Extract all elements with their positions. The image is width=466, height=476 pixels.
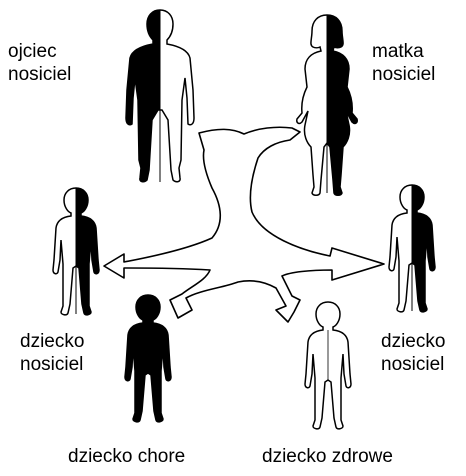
figure-child-sick bbox=[125, 295, 171, 422]
figure-child-healthy bbox=[305, 302, 351, 429]
label-line: matka bbox=[372, 40, 435, 63]
label-child-carrier-right: dziecko nosiciel bbox=[381, 330, 445, 376]
label-line: dziecko bbox=[20, 330, 84, 353]
figure-child-carrier-right bbox=[389, 185, 435, 312]
label-line: nosiciel bbox=[8, 63, 71, 86]
label-child-healthy: dziecko zdrowe bbox=[262, 445, 393, 468]
label-child-sick: dziecko chore bbox=[68, 445, 185, 468]
label-child-carrier-left: dziecko nosiciel bbox=[20, 330, 84, 376]
label-mother-carrier: matka nosiciel bbox=[372, 40, 435, 86]
label-father-carrier: ojciec nosiciel bbox=[8, 40, 71, 86]
figure-father bbox=[126, 10, 194, 182]
label-line: nosiciel bbox=[381, 353, 445, 376]
label-line: nosiciel bbox=[20, 353, 84, 376]
label-line: ojciec bbox=[8, 40, 71, 63]
label-line: dziecko bbox=[381, 330, 445, 353]
figure-mother bbox=[297, 15, 357, 195]
figure-child-carrier-left bbox=[53, 188, 99, 315]
label-line: nosiciel bbox=[372, 63, 435, 86]
